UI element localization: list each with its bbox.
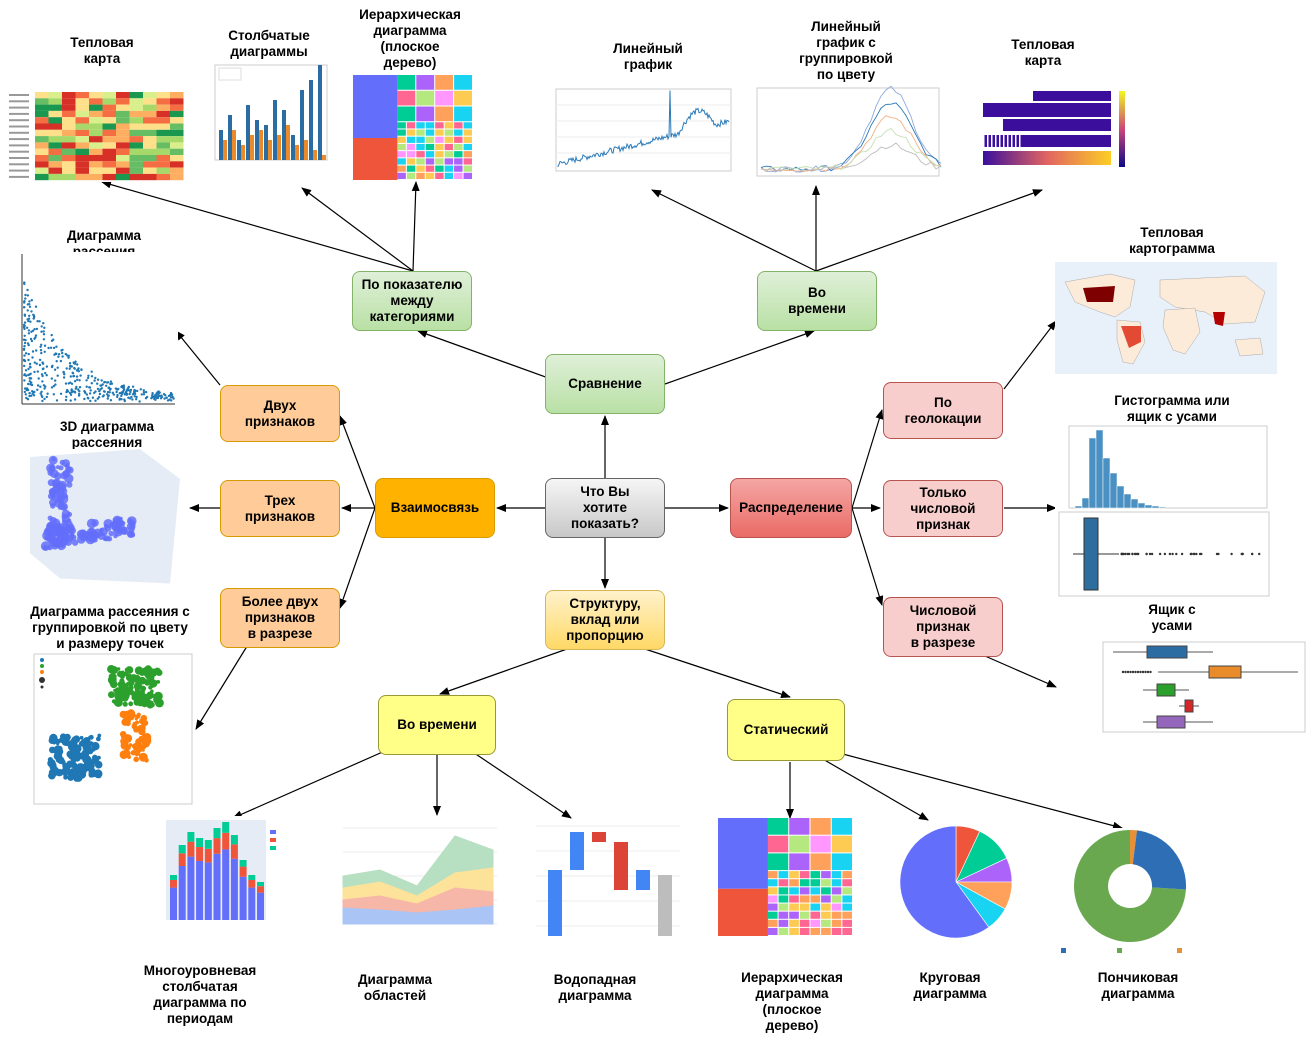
donut-label: Пончиковая диаграмма (1097, 970, 1179, 1001)
by-category-node[interactable]: По показателю между категориями (352, 271, 472, 331)
line-group-label: Линейный график с группировкой по цвету (799, 19, 893, 82)
three-features-node[interactable]: Трех признаков (220, 480, 340, 537)
numeric-slice-node[interactable]: Числовой признак в разрезе (883, 597, 1003, 657)
treemap1-label: Иерархическая диаграмма (плоское дерево) (359, 7, 461, 70)
treemap2-thumbnail (718, 818, 853, 936)
pie-label: Круговая диаграмма (913, 970, 987, 1001)
area-thumbnail (335, 818, 505, 938)
waterfall-thumbnail (522, 820, 682, 940)
scatter-group-thumbnail (20, 652, 195, 815)
center-question-node[interactable]: Что Вы хотите показать? (545, 478, 665, 538)
hist-box-label: Гистограмма или ящик с усами (1114, 393, 1230, 424)
area-label: Диаграмма областей (357, 972, 433, 1003)
heatmap2-label: Тепловая карта (1011, 37, 1075, 68)
more-features-node[interactable]: Более двух признаков в разрезе (220, 588, 340, 648)
relationship-node[interactable]: Взаимосвязь (375, 478, 495, 538)
stacked-bar-thumbnail (148, 816, 306, 936)
heatmap2-thumbnail (953, 83, 1133, 186)
composition-node[interactable]: Структуру, вклад или пропорцию (545, 590, 665, 650)
box-label: Ящик с усами (1148, 602, 1196, 633)
scatter3d-thumbnail (20, 449, 188, 589)
scatter-group-label: Диаграмма рассеяния с группировкой по цв… (30, 604, 190, 651)
two-features-node[interactable]: Двух признаков (220, 385, 340, 442)
line-thumbnail (538, 83, 736, 183)
choropleth-label: Тепловая картограмма (1129, 225, 1215, 256)
pie-thumbnail (886, 822, 1026, 942)
treemap2-label: Иерархическая диаграмма (плоское дерево) (741, 970, 843, 1033)
scatter-thumbnail (10, 252, 178, 414)
bars-thumbnail (205, 60, 330, 175)
numeric-only-node[interactable]: Только числовой признак (883, 480, 1003, 537)
waterfall-label: Водопадная диаграмма (553, 972, 637, 1003)
heatmap1-thumbnail (5, 78, 185, 182)
stacked-bar-label: Многоуровневая столбчатая диаграмма по п… (143, 963, 257, 1026)
distribution-node[interactable]: Распределение (730, 478, 852, 538)
donut-thumbnail (1055, 828, 1215, 958)
treemap1-thumbnail (353, 75, 473, 180)
comp-time-node[interactable]: Во времени (378, 695, 496, 755)
comp-static-node[interactable]: Статический (727, 699, 845, 761)
over-time-node[interactable]: Во времени (757, 271, 877, 331)
bars-label: Столбчатые диаграммы (228, 28, 310, 59)
hist-box-thumbnail (1055, 424, 1270, 598)
geo-node[interactable]: По геолокации (883, 382, 1003, 439)
comparison-node[interactable]: Сравнение (545, 354, 665, 414)
heatmap1-label: Тепловая карта (70, 35, 134, 66)
line-group-thumbnail (747, 84, 943, 184)
scatter3d-label: 3D диаграмма рассеяния (59, 419, 155, 450)
box-thumbnail (1063, 640, 1307, 745)
line-label: Линейный график (613, 41, 683, 72)
choropleth-thumbnail (1055, 262, 1277, 374)
